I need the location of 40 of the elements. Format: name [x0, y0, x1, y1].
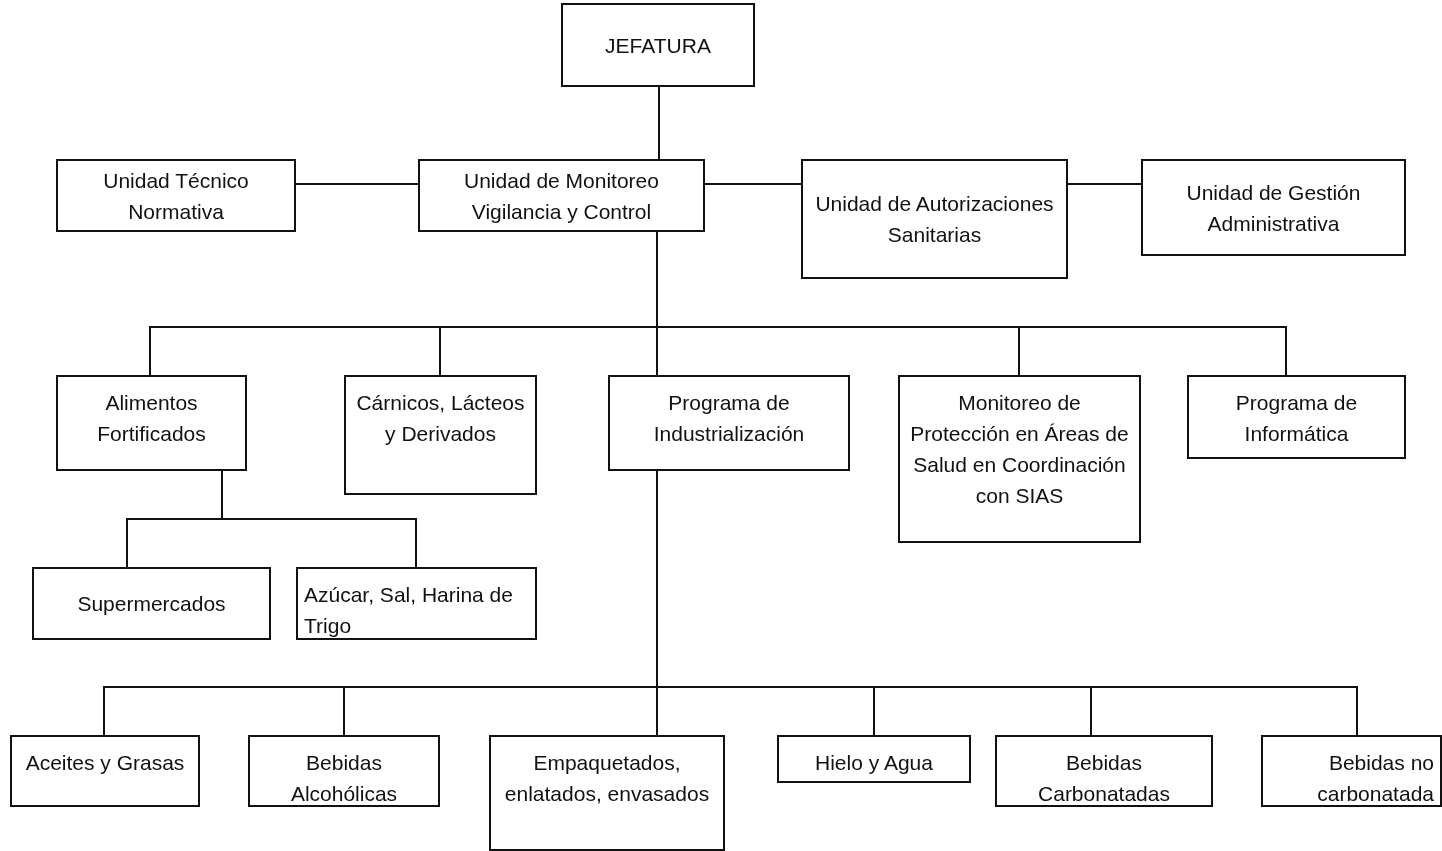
unit-name: Alimentos Fortificados [96, 390, 207, 447]
unit-name: JEFATURA [605, 32, 711, 59]
unit-name: Monitoreo de Protección en Áreas de Salud en Coordinación con SIAS [909, 390, 1130, 509]
unit-name: Bebidas Carbonatadas [1037, 750, 1171, 807]
org-unit-box [418, 159, 705, 232]
unit-name: Unidad de Gestión Administrativa [1185, 179, 1362, 237]
org-unit-box [1261, 735, 1442, 807]
org-unit-box [608, 375, 850, 471]
org-unit-box [296, 567, 537, 640]
org-unit-box [344, 375, 537, 495]
org-unit-box [56, 159, 296, 232]
org-unit-box [248, 735, 440, 807]
unit-name: Programa de Informática [1234, 390, 1359, 447]
unit-name: Hielo y Agua [815, 750, 933, 776]
unit-name: Unidad Técnico Normativa [102, 167, 250, 225]
unit-name: Bebidas Alcohólicas [289, 750, 399, 807]
org-unit-box [801, 159, 1068, 279]
unit-name: Supermercados [77, 591, 226, 617]
unit-name: Bebidas no carbonatada [1316, 750, 1434, 807]
org-unit-box [56, 375, 247, 471]
unit-name: Programa de Industrialización [652, 390, 806, 447]
org-unit-box [1187, 375, 1406, 459]
unit-name: Unidad de Autorizaciones Sanitarias [814, 191, 1055, 248]
unit-name: Unidad de Monitoreo Vigilancia y Control [463, 167, 660, 225]
org-unit-box [1141, 159, 1406, 256]
org-unit-box [995, 735, 1213, 807]
unit-name: Empaquetados, enlatados, envasados [503, 750, 711, 807]
connector-line [658, 86, 660, 160]
connector-line [295, 183, 419, 185]
org-unit-box [561, 3, 755, 87]
org-unit-box [32, 567, 271, 640]
connector-line [704, 183, 802, 185]
connector-line [1067, 183, 1142, 185]
unit-name: Cárnicos, Lácteos y Derivados [355, 390, 526, 447]
org-unit-box [489, 735, 725, 851]
org-unit-box [898, 375, 1141, 543]
unit-name: Azúcar, Sal, Harina de Trigo [304, 582, 514, 639]
org-unit-box [777, 735, 971, 783]
unit-name: Aceites y Grasas [25, 750, 185, 776]
org-unit-box [10, 735, 200, 807]
